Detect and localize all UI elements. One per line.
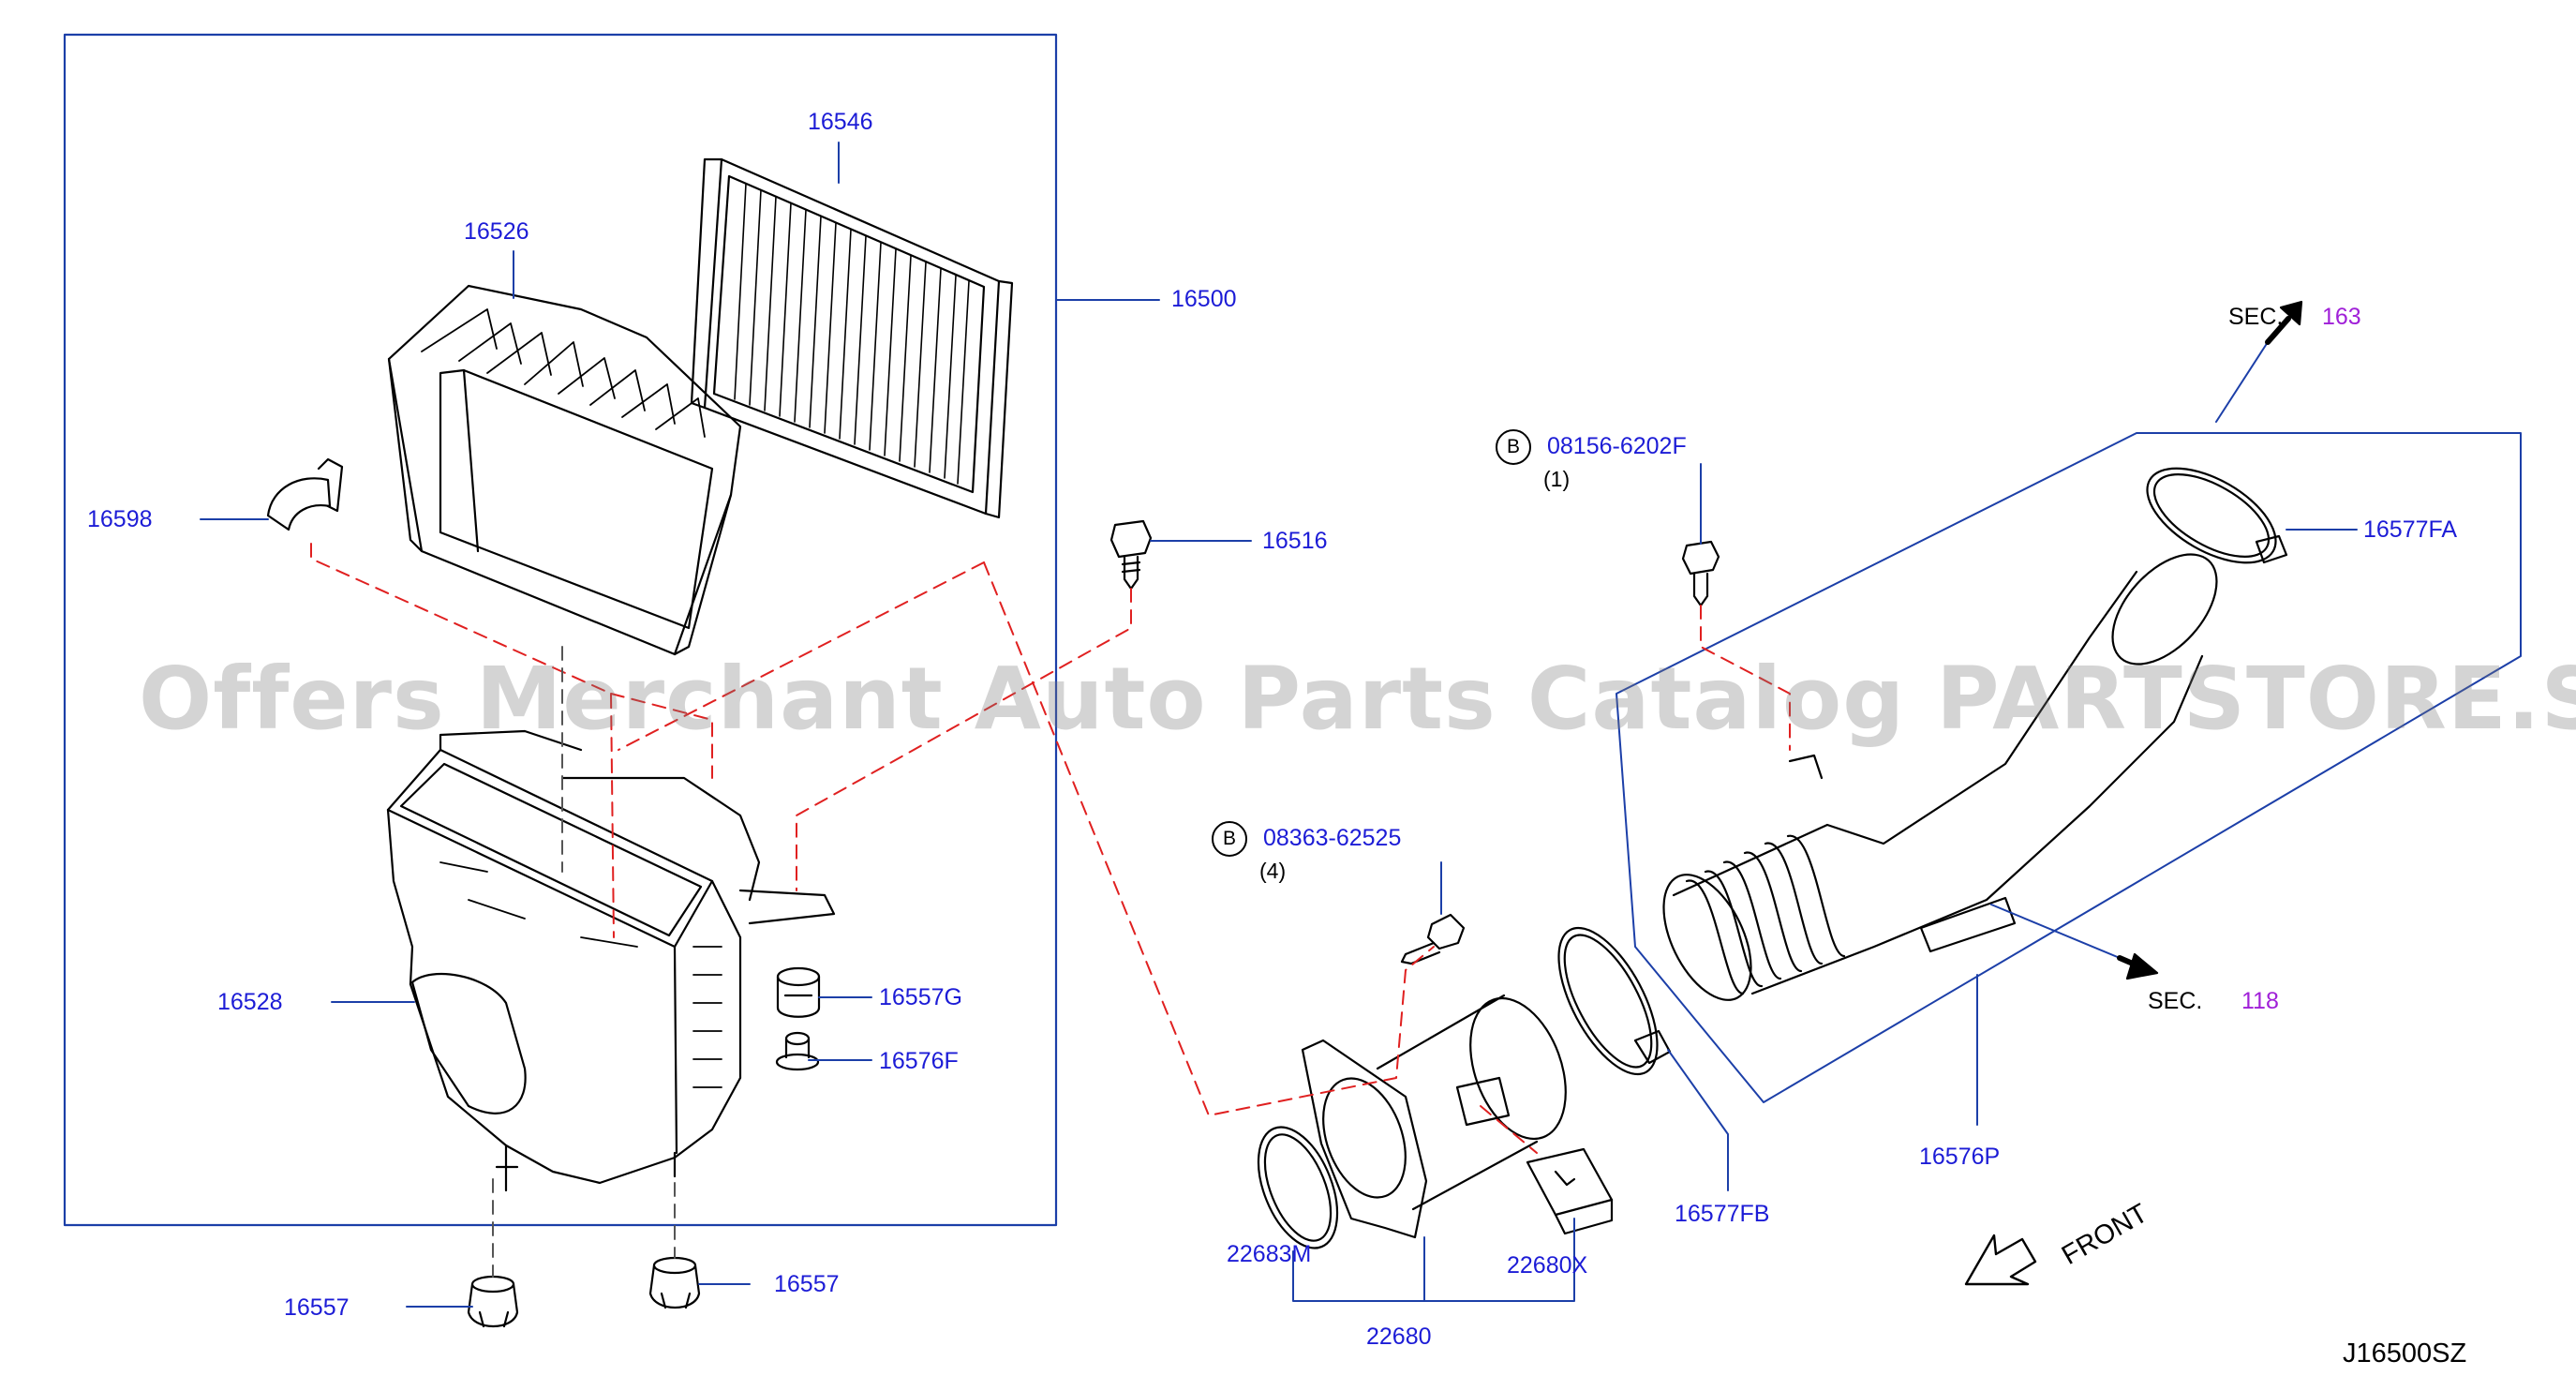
duct-group-outline xyxy=(1616,432,2522,1103)
part-label-16557G[interactable]: 16557G xyxy=(879,984,962,1010)
assembly-frame-16500 xyxy=(63,33,1058,1227)
part-label-16576P[interactable]: 16576P xyxy=(1919,1144,2001,1170)
section-163-arrow xyxy=(2265,300,2303,345)
section-163-prefix: SEC. xyxy=(2228,304,2284,330)
watermark: Offers Merchant Auto Parts Catalog PARTS… xyxy=(139,649,2576,749)
o-ring-22683M xyxy=(1257,1126,1339,1249)
grommet-16557-right xyxy=(648,1256,701,1309)
part-label-16546[interactable]: 16546 xyxy=(808,109,873,135)
part-label-16557-left[interactable]: 16557 xyxy=(284,1294,350,1321)
bolt-qty-b1: (1) xyxy=(1543,467,1571,491)
clamp-16577FB xyxy=(1557,926,1672,1076)
clip-16598 xyxy=(266,457,344,531)
part-label-16528[interactable]: 16528 xyxy=(217,989,283,1015)
air-flow-meter-22680 xyxy=(1301,994,1567,1239)
front-arrow xyxy=(1964,1234,2037,1286)
lower-case-16528 xyxy=(386,729,836,1192)
bolt-marker-b1: B xyxy=(1496,429,1531,465)
section-118-prefix: SEC. xyxy=(2148,988,2203,1014)
section-163-number[interactable]: 163 xyxy=(2322,304,2361,330)
pin-16576F xyxy=(775,1031,820,1071)
part-label-16516[interactable]: 16516 xyxy=(1262,528,1328,554)
part-label-16577FA[interactable]: 16577FA xyxy=(2363,516,2458,543)
part-label-16576F[interactable]: 16576F xyxy=(879,1048,959,1074)
grommet-16557G xyxy=(776,966,821,1018)
air-duct-16576P xyxy=(1662,553,2218,1001)
part-label-16557-right[interactable]: 16557 xyxy=(774,1271,840,1297)
part-label-16500[interactable]: 16500 xyxy=(1171,286,1237,312)
part-label-16598[interactable]: 16598 xyxy=(87,506,153,532)
air-cleaner-housing-16526 xyxy=(387,284,742,656)
bolt-number-08363-62525[interactable]: 08363-62525 xyxy=(1263,825,1402,851)
part-label-16577FB[interactable]: 16577FB xyxy=(1675,1201,1770,1227)
sensor-22680X xyxy=(1526,1147,1614,1235)
section-118-arrow xyxy=(2117,952,2159,980)
bolt-08156-6202F xyxy=(1681,540,1720,607)
bolt-marker-b2: B xyxy=(1212,821,1247,857)
clamp-16577FA xyxy=(2146,467,2288,564)
section-118-number[interactable]: 118 xyxy=(2241,988,2279,1014)
grommet-16557-left xyxy=(467,1275,519,1328)
part-label-22683M[interactable]: 22683M xyxy=(1227,1241,1312,1267)
part-label-22680[interactable]: 22680 xyxy=(1366,1324,1432,1350)
bolt-number-08156-6202F[interactable]: 08156-6202F xyxy=(1547,433,1687,459)
part-label-16526[interactable]: 16526 xyxy=(464,218,529,245)
bolt-16516 xyxy=(1109,519,1153,591)
air-filter-16546 xyxy=(690,157,1014,519)
diagram-code: J16500SZ xyxy=(2343,1339,2467,1369)
bolt-qty-b2: (4) xyxy=(1259,859,1287,883)
bolt-08363-62525 xyxy=(1400,913,1466,965)
part-label-22680X[interactable]: 22680X xyxy=(1507,1252,1588,1279)
